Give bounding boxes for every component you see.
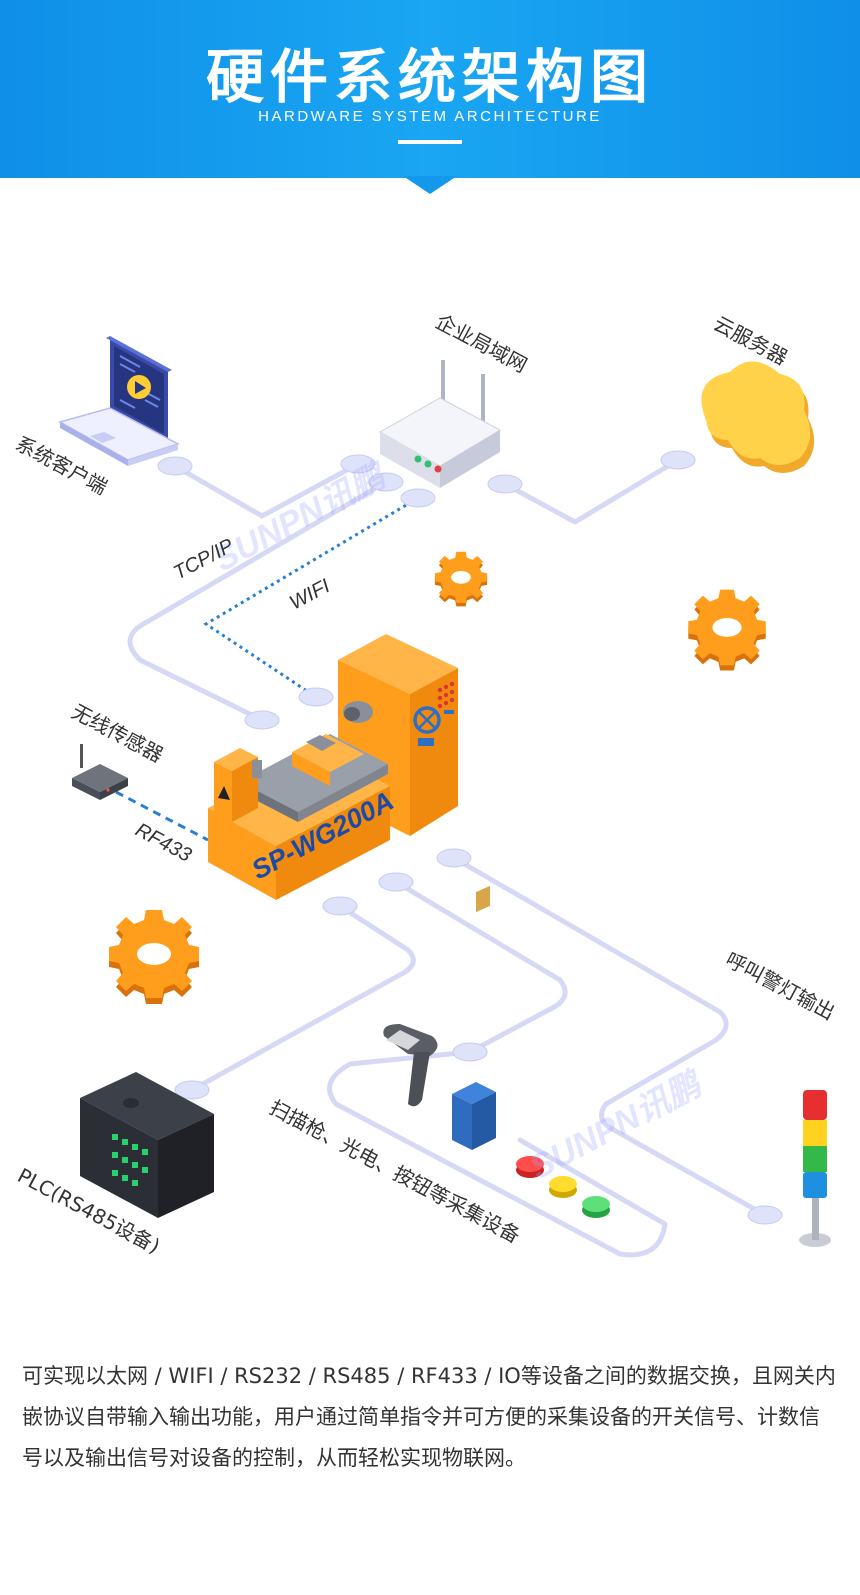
header-notch: [403, 176, 457, 194]
barcode-scanner-icon: [383, 1024, 438, 1107]
architecture-diagram: SP-WG200A: [12, 309, 839, 1258]
line-scanner-loop: [327, 879, 668, 1258]
connector-node: [378, 872, 414, 892]
connection-lines: [127, 457, 768, 1258]
plc-icon: [80, 1072, 214, 1218]
photoelectric-sensor-icon: [452, 885, 496, 1150]
cloud-icon: [701, 361, 815, 473]
label-cloud: 云服务器: [710, 311, 792, 370]
description-text: 可实现以太网 / WIFI / RS232 / RS485 / RF433 / …: [22, 1364, 836, 1470]
label-wifi: WIFI: [286, 575, 334, 614]
line-lan-cloud: [502, 457, 681, 525]
line-client-lan: [172, 461, 361, 519]
connector-node: [340, 454, 376, 474]
line-plc: [189, 903, 416, 1093]
connector-node: [174, 1080, 210, 1100]
signal-tower-light-icon: [799, 1090, 831, 1247]
connector-node: [298, 687, 334, 707]
connector-node: [157, 456, 193, 476]
title-underline: [398, 140, 462, 144]
connector-node: [322, 896, 358, 916]
push-buttons-icon: [516, 1156, 610, 1218]
page-title: 硬件系统架构图: [205, 43, 654, 111]
connector-node: [368, 472, 404, 492]
label-lan: 企业局域网: [432, 309, 532, 377]
gateway-machine-icon: [208, 634, 458, 900]
laptop-icon: [58, 336, 180, 466]
wireless-sensor-icon: [72, 744, 128, 800]
header-banner: [0, 0, 860, 178]
page-subtitle: HARDWARE SYSTEM ARCHITECTURE: [258, 108, 602, 125]
gear-icon: [434, 551, 488, 607]
connector-node: [747, 1205, 783, 1225]
label-rf433: RF433: [132, 819, 195, 867]
gear-icon: [109, 910, 199, 1004]
router-icon: [378, 360, 502, 488]
watermark: SUNPN讯鹏: [208, 456, 394, 579]
connector-node: [660, 450, 696, 470]
line-tcpip: [127, 479, 389, 723]
connector-node: [452, 1042, 488, 1062]
gear-icon: [688, 589, 766, 671]
connector-node: [436, 848, 472, 868]
connector-node: [244, 710, 280, 730]
wifi-dotted-line: [203, 496, 419, 699]
connector-node: [487, 474, 523, 494]
connector-node: [400, 488, 436, 508]
rf433-dashed-line: [115, 790, 209, 842]
connector-nodes: [157, 450, 783, 1225]
line-alarm: [451, 855, 768, 1218]
label-alarm: 呼叫警灯输出: [722, 947, 839, 1025]
